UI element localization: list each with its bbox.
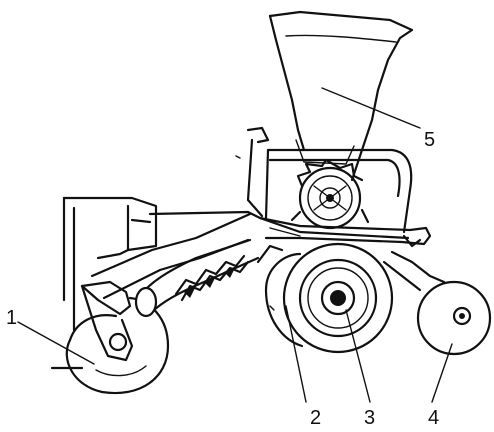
leader-1 <box>17 321 95 365</box>
opener-disc <box>256 244 304 348</box>
closing-wheel <box>416 280 492 356</box>
leader-4 <box>431 343 453 403</box>
main-beam <box>148 210 432 248</box>
depth-wheel <box>282 242 394 354</box>
label-5: 5 <box>424 129 435 151</box>
frame <box>235 126 413 234</box>
leader-3 <box>345 309 371 403</box>
label-2: 2 <box>310 407 321 429</box>
hitch-frame <box>62 196 158 332</box>
seed-meter <box>290 158 370 230</box>
leader-2 <box>285 305 307 403</box>
label-4: 4 <box>428 407 439 429</box>
rear-strut <box>382 250 446 292</box>
label-3: 3 <box>364 407 375 429</box>
seed-tube <box>134 238 260 318</box>
press-wheel-1 <box>50 296 170 395</box>
label-1: 1 <box>6 307 17 329</box>
leader-5 <box>321 87 421 129</box>
callout-labels: 1 2 3 4 5 <box>6 129 439 429</box>
leader-lines <box>17 87 453 403</box>
linkage-arm <box>80 212 252 362</box>
